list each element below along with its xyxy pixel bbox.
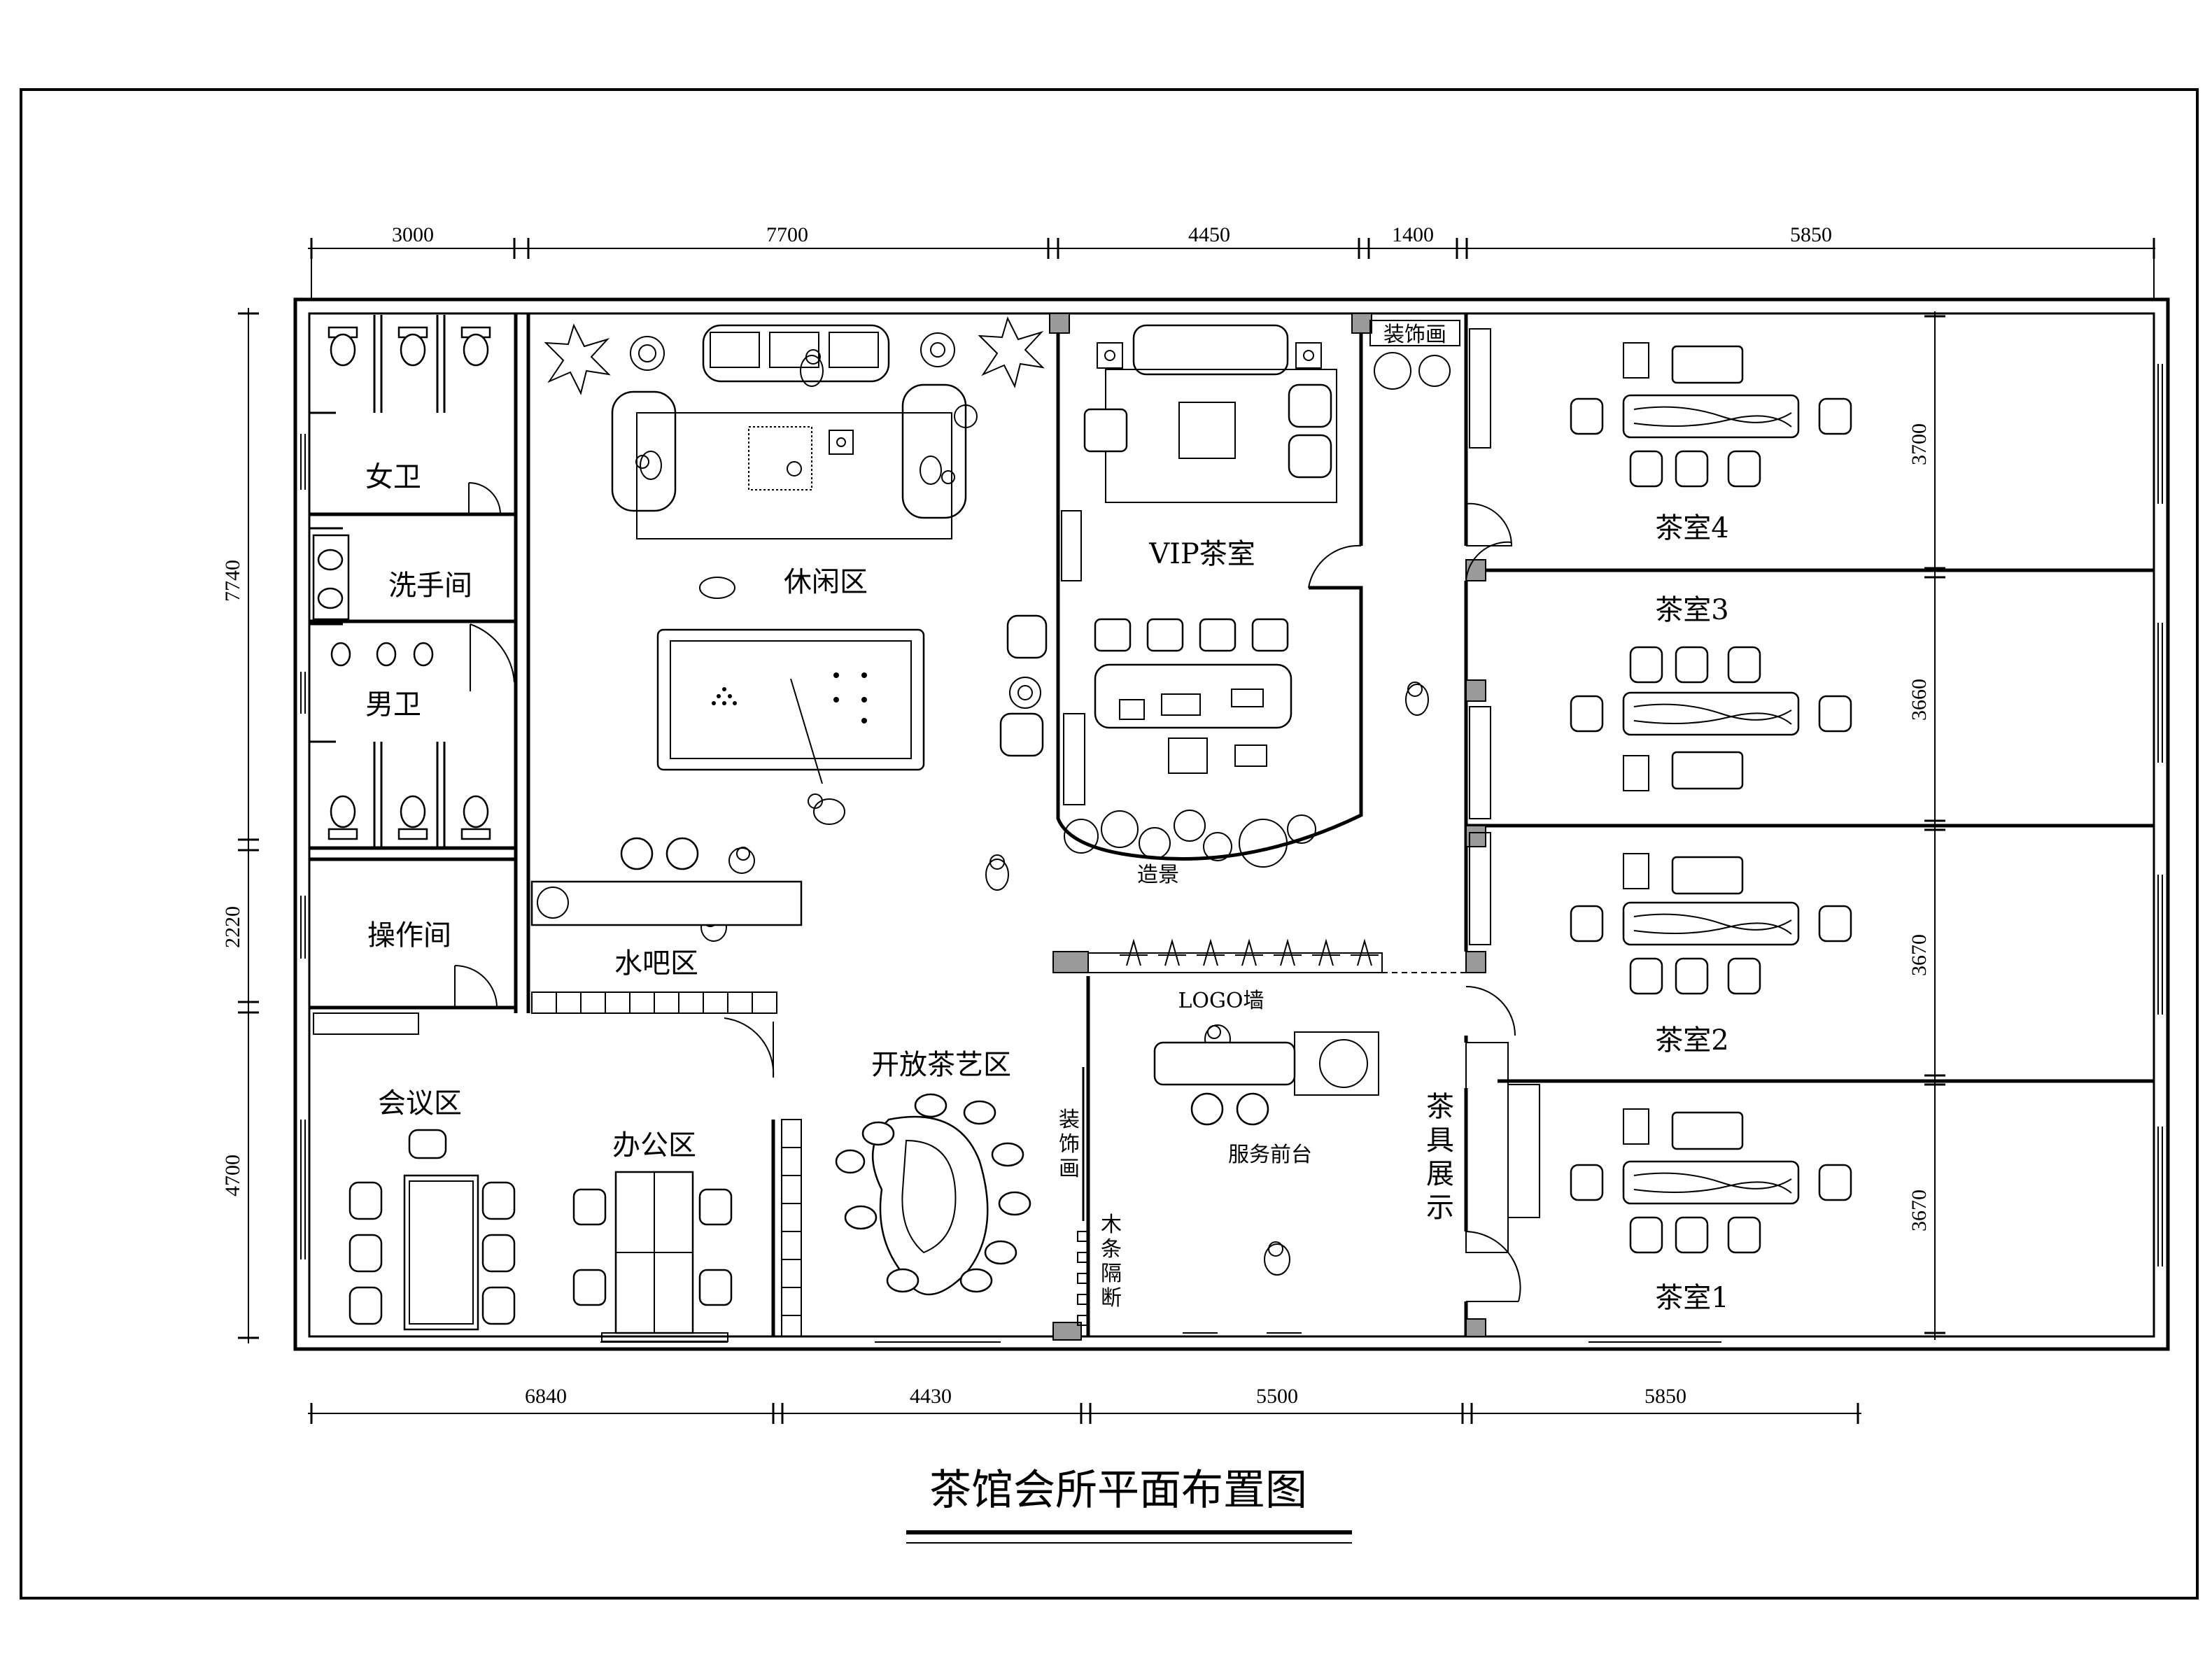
doors [454,482,1521,1334]
tea-room-1-furniture [1570,1108,1852,1254]
dim-bottom-1: 6840 [525,1385,567,1408]
water-bar-counter [530,837,803,926]
label-wood-partition-2: 条 [1101,1237,1122,1262]
meeting-table [348,1129,516,1331]
washbasins [312,534,350,621]
label-wood-partition-1: 木 [1101,1213,1122,1237]
dim-left-2: 2220 [221,906,244,948]
label-tea-room-3: 茶室3 [1655,594,1728,626]
dim-left-1: 7740 [221,560,244,602]
dim-top-1: 3000 [392,223,434,246]
label-wood-partition-3: 隔 [1101,1262,1122,1286]
dim-bottom-3: 5500 [1256,1385,1298,1408]
label-water-bar: 水吧区 [614,947,698,980]
label-men-wc: 男卫 [365,689,421,721]
label-tea-room-2: 茶室2 [1655,1024,1728,1057]
drawing-border [20,88,2199,1600]
label-operation-room: 操作间 [367,919,451,952]
label-landscape: 造景 [1137,863,1179,887]
billiard-table [656,628,925,784]
dim-left-3: 4700 [221,1155,244,1197]
wood-partition [1077,1231,1088,1326]
label-wood-partition-4: 断 [1101,1286,1122,1311]
title-text: 茶馆会所平面布置图 [929,1466,1307,1515]
dim-right-2: 3660 [1908,679,1931,721]
dim-right-4: 3670 [1908,1190,1931,1231]
label-women-wc: 女卫 [365,461,421,493]
tea-room-2-furniture [1570,853,1852,995]
label-tea-room-4: 茶室4 [1655,512,1728,544]
room-labels: 女卫 洗手间 男卫 操作间 休闲区 水吧区 VIP茶室 造景 LOGO墙 服务前… [365,461,1729,1314]
label-tea-room-1: 茶室1 [1655,1282,1728,1314]
dimension-left: 7740 2220 4700 [221,308,259,1343]
label-tea-display-3: 展 [1426,1158,1454,1190]
office-desks [572,1171,733,1342]
dimension-top: 3000 7700 4450 1400 5850 [308,223,2155,299]
label-open-tea-area: 开放茶艺区 [871,1049,1011,1081]
label-decor-painting-side-2: 饰 [1059,1132,1080,1157]
drawing-title: 茶馆会所平面布置图 [906,1466,1352,1544]
dim-top-2: 7700 [766,223,808,246]
label-washroom: 洗手间 [388,570,472,602]
landscape-plants [1064,352,1451,868]
vip-room-furniture [999,324,1337,805]
label-decor-painting-side-1: 装 [1059,1108,1080,1132]
leisure-furniture [611,324,978,539]
decor-painting-top: 装饰画 [1369,320,1460,347]
label-logo-wall: LOGO墙 [1178,989,1264,1013]
tea-art-sculpture [835,1093,1031,1296]
dim-bottom-4: 5850 [1644,1385,1686,1408]
label-decor-painting-side-3: 画 [1059,1157,1080,1181]
label-meeting-area: 会议区 [378,1087,462,1120]
dimension-bottom: 6840 4430 5500 5850 [308,1385,1861,1424]
dim-top-4: 1400 [1392,223,1434,246]
toilets-women [327,326,491,367]
label-tea-display-4: 示 [1426,1192,1454,1224]
service-desk [1153,1031,1379,1126]
label-tea-display-1: 茶 [1426,1091,1454,1123]
walls [293,297,2170,1351]
dim-top-5: 5850 [1790,223,1832,246]
label-leisure-area: 休闲区 [784,566,868,598]
dim-right-3: 3670 [1908,934,1931,976]
tea-room-4-furniture [1570,342,1852,488]
tea-room-3-furniture [1570,646,1852,791]
label-vip-tea-room: VIP茶室 [1148,538,1255,570]
logo-wall-plants [1120,938,1379,966]
label-office-area: 办公区 [612,1129,696,1162]
label-tea-display-2: 具 [1426,1124,1454,1157]
decor-painting-top-label: 装饰画 [1383,323,1446,347]
urinals-men [330,642,434,667]
dim-right-1: 3700 [1908,423,1931,465]
toilets-men [327,795,491,840]
plant-icon [544,316,1045,395]
dim-bottom-2: 4430 [910,1385,952,1408]
dim-top-3: 4450 [1188,223,1230,246]
label-service-desk: 服务前台 [1228,1143,1312,1167]
